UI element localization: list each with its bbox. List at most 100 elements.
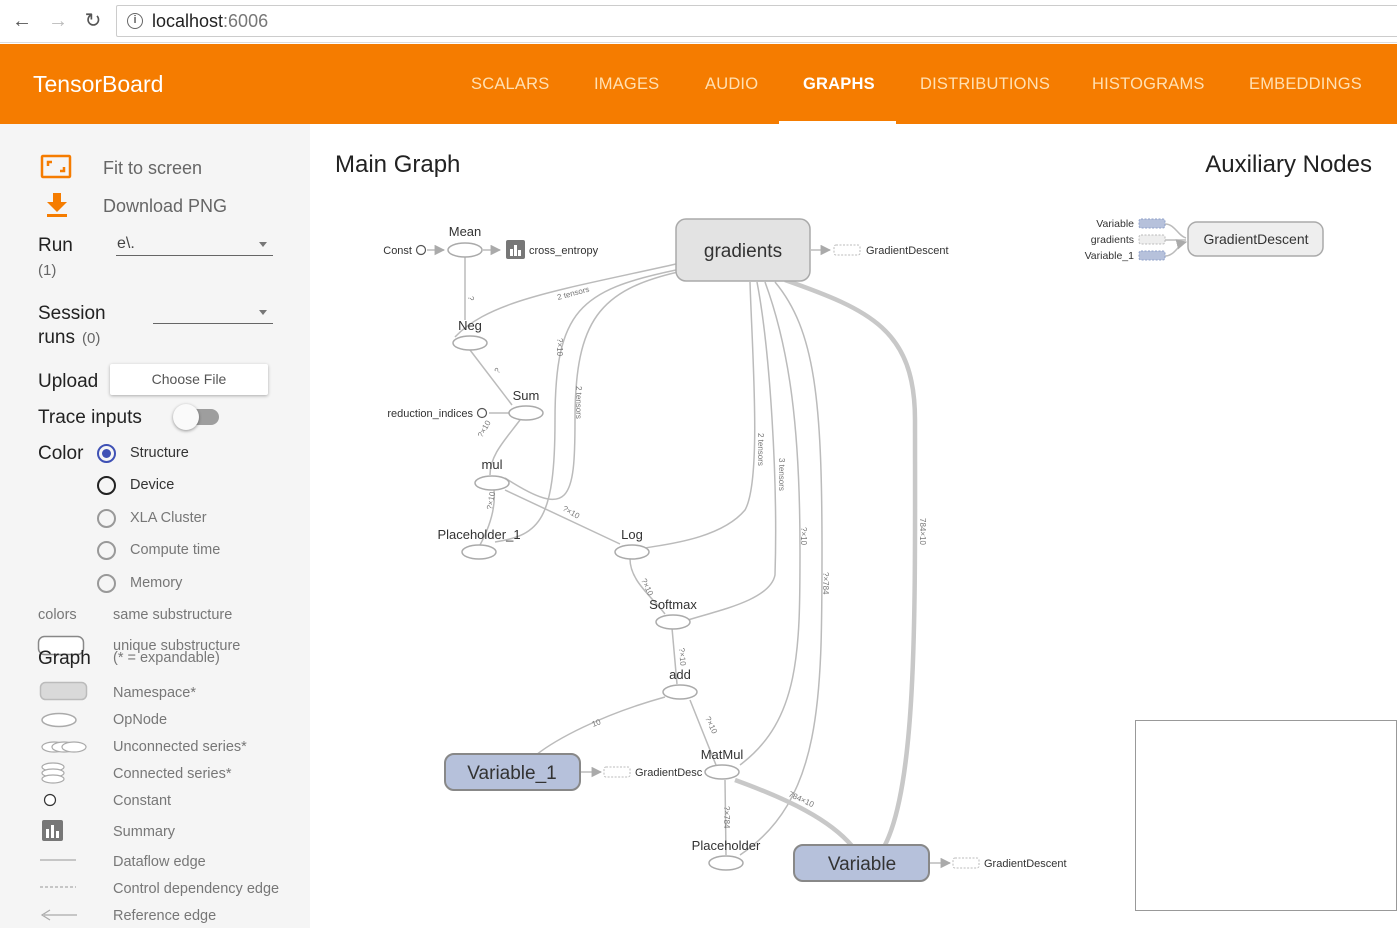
node-variable-1[interactable]: Variable_1 bbox=[444, 753, 581, 791]
node-reduction-indices[interactable]: reduction_indices bbox=[387, 407, 488, 420]
node-placeholder-1[interactable]: Placeholder_1 bbox=[437, 527, 521, 560]
tab-scalars[interactable]: SCALARS bbox=[471, 75, 550, 93]
radio-device-label[interactable]: Device bbox=[130, 477, 175, 493]
node-label: Placeholder_1 bbox=[437, 527, 520, 542]
node-variable[interactable]: Variable bbox=[793, 844, 930, 882]
tab-distributions[interactable]: DISTRIBUTIONS bbox=[920, 75, 1051, 93]
edge-label: ?×784 bbox=[821, 572, 830, 595]
arrow-left-icon[interactable]: ← bbox=[12, 10, 32, 32]
radio-device[interactable] bbox=[97, 476, 116, 495]
run-select[interactable] bbox=[116, 255, 273, 256]
chevron-down-icon[interactable] bbox=[259, 242, 267, 247]
radio-compute-time-label[interactable]: Compute time bbox=[130, 542, 221, 558]
tab-histograms[interactable]: HISTOGRAMS bbox=[1092, 75, 1205, 93]
session-runs-label: runs bbox=[38, 327, 75, 348]
edge-label: ?×10 bbox=[703, 715, 719, 736]
node-sum[interactable]: Sum bbox=[508, 388, 544, 421]
sidebar bbox=[0, 124, 310, 928]
node-mean[interactable]: Mean bbox=[447, 224, 483, 258]
browser-toolbar: ← → ↻ i localhost:6006 bbox=[0, 0, 1397, 43]
aux-node-label: GradientDescent bbox=[1203, 231, 1308, 247]
reload-icon[interactable]: ↻ bbox=[84, 10, 102, 32]
node-gradients[interactable]: gradients bbox=[675, 218, 811, 282]
url-text: localhost:6006 bbox=[152, 11, 269, 31]
edge-label: 784×10 bbox=[918, 518, 927, 545]
radio-xla-cluster-label[interactable]: XLA Cluster bbox=[130, 510, 207, 526]
node-neg[interactable]: Neg bbox=[452, 318, 488, 351]
legend-namespace: Namespace* bbox=[113, 685, 197, 701]
graph-edges bbox=[427, 223, 1188, 869]
node-label: Mean bbox=[449, 224, 482, 239]
constant-icon bbox=[43, 793, 57, 807]
edge-label: 3 tensors bbox=[777, 458, 786, 491]
session-label: Session bbox=[38, 303, 106, 324]
fit-to-screen-button[interactable]: Fit to screen bbox=[103, 158, 203, 178]
node-cross-entropy[interactable]: cross_entropy bbox=[506, 240, 599, 259]
session-select[interactable] bbox=[153, 323, 273, 324]
node-label: Log bbox=[621, 527, 643, 542]
legend-opnode: OpNode bbox=[113, 712, 168, 728]
node-log[interactable]: Log bbox=[614, 527, 650, 560]
node-placeholder[interactable]: Placeholder bbox=[692, 838, 761, 871]
chevron-down-icon[interactable] bbox=[259, 310, 267, 315]
node-label: reduction_indices bbox=[387, 408, 473, 420]
node-add[interactable]: add bbox=[662, 667, 698, 700]
radio-structure[interactable] bbox=[97, 444, 116, 463]
node-gradient-descent-3[interactable]: GradientDescent bbox=[952, 857, 1067, 870]
node-gradient-descent-1[interactable]: GradientDescent bbox=[833, 244, 949, 257]
edge-label: ? bbox=[466, 296, 475, 301]
tab-embeddings[interactable]: EMBEDDINGS bbox=[1249, 75, 1362, 93]
run-count: (1) bbox=[38, 262, 57, 279]
arrow-right-icon[interactable]: → bbox=[48, 10, 68, 32]
toggle-knob[interactable] bbox=[173, 404, 199, 430]
node-matmul[interactable]: MatMul bbox=[701, 747, 744, 780]
radio-compute-time[interactable] bbox=[97, 541, 116, 560]
trace-inputs-label: Trace inputs bbox=[38, 407, 142, 428]
edge-label: ?×10 bbox=[555, 338, 564, 357]
edge-label: ?×10 bbox=[799, 527, 808, 546]
node-mul[interactable]: mul bbox=[474, 457, 510, 491]
radio-xla-cluster[interactable] bbox=[97, 509, 116, 528]
edge-label: ?×10 bbox=[677, 647, 688, 666]
tab-audio[interactable]: AUDIO bbox=[705, 75, 759, 93]
node-label: Variable_1 bbox=[467, 763, 556, 784]
node-const[interactable]: Const bbox=[383, 244, 427, 257]
namespace-icon bbox=[39, 681, 88, 701]
graph-minimap[interactable] bbox=[1135, 720, 1397, 911]
node-gradient-descent-2[interactable]: GradientDesc bbox=[603, 766, 703, 779]
radio-memory-label[interactable]: Memory bbox=[130, 575, 183, 591]
auxiliary-nodes-title: Auxiliary Nodes bbox=[1205, 151, 1372, 178]
address-bar[interactable]: i localhost:6006 bbox=[116, 5, 1397, 37]
summary-icon bbox=[42, 820, 63, 841]
legend-unconnected-series: Unconnected series* bbox=[113, 739, 247, 755]
download-icon[interactable] bbox=[44, 192, 70, 218]
node-label: mul bbox=[482, 457, 503, 472]
unique-substructure-label: unique substructure bbox=[113, 638, 241, 654]
edge-label: 10 bbox=[591, 717, 603, 729]
run-select-value[interactable]: e\. bbox=[117, 235, 135, 252]
node-softmax[interactable]: Softmax bbox=[649, 597, 697, 630]
tab-images[interactable]: IMAGES bbox=[594, 75, 660, 93]
colors-label: colors bbox=[38, 607, 77, 623]
node-label: cross_entropy bbox=[529, 245, 599, 257]
info-icon[interactable]: i bbox=[127, 13, 143, 29]
radio-structure-label[interactable]: Structure bbox=[130, 445, 189, 461]
aux-node-group[interactable]: Variable gradients Variable_1 GradientDe… bbox=[1085, 218, 1324, 262]
run-label: Run bbox=[38, 235, 73, 256]
node-label: Placeholder bbox=[692, 838, 761, 853]
node-label: Softmax bbox=[649, 597, 697, 612]
radio-memory[interactable] bbox=[97, 574, 116, 593]
same-substructure-label: same substructure bbox=[113, 607, 233, 623]
edge-label: ? bbox=[493, 366, 503, 376]
choose-file-button[interactable]: Choose File bbox=[110, 364, 268, 395]
unconnected-series-icon bbox=[41, 741, 87, 753]
download-png-button[interactable]: Download PNG bbox=[103, 196, 228, 216]
fit-screen-icon[interactable] bbox=[40, 154, 72, 180]
tab-graphs[interactable]: GRAPHS bbox=[803, 75, 875, 93]
reference-edges bbox=[734, 277, 918, 848]
unique-substructure-icon bbox=[37, 635, 85, 656]
session-count: (0) bbox=[82, 330, 101, 347]
app-header: TensorBoard SCALARS IMAGES AUDIO GRAPHS … bbox=[0, 44, 1397, 124]
app-title: TensorBoard bbox=[33, 71, 164, 97]
